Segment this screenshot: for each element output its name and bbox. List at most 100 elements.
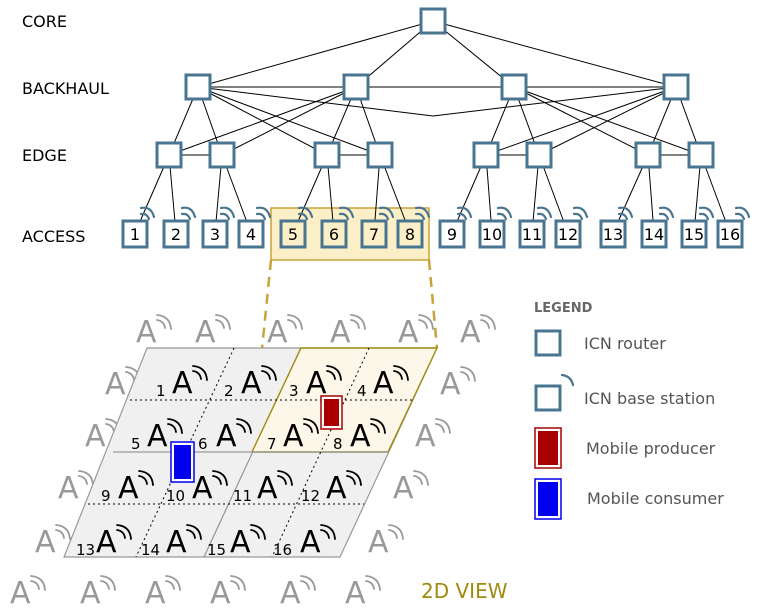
background-tower-icon: A xyxy=(330,314,366,350)
cell-tower-icon: A xyxy=(216,418,252,454)
access-node-number: 6 xyxy=(329,225,339,244)
backhaul-level-label: BACKHAUL xyxy=(22,79,109,98)
background-tower-icon: A xyxy=(267,314,303,350)
legend-wave-icon xyxy=(560,373,575,387)
svg-text:A: A xyxy=(216,419,237,454)
access-base-station: 7 xyxy=(360,206,395,249)
legend: LEGEND ICN router ICN base station Mobil… xyxy=(534,301,724,520)
edge-router xyxy=(687,141,715,169)
access-node-number: 15 xyxy=(684,225,704,244)
cell-tower-icon: A xyxy=(118,470,154,506)
access-base-station: 13 xyxy=(599,206,634,249)
core-level-label: CORE xyxy=(22,12,67,31)
legend-router-icon xyxy=(534,329,562,357)
edge-router xyxy=(525,141,553,169)
background-tower-icon: A xyxy=(460,314,496,350)
svg-text:A: A xyxy=(345,576,366,608)
grid-cell-number: 13 xyxy=(76,541,95,559)
legend-base-station-icon xyxy=(534,384,562,412)
svg-text:A: A xyxy=(80,576,101,608)
edge-router xyxy=(155,141,183,169)
svg-text:A: A xyxy=(210,576,231,608)
backhaul-router xyxy=(500,73,528,101)
backhaul-router xyxy=(184,73,212,101)
grid-cell-number: 4 xyxy=(357,382,367,400)
grid-cell-number: 7 xyxy=(267,435,277,453)
access-base-station: 8 xyxy=(396,206,431,249)
access-node-number: 5 xyxy=(288,225,298,244)
svg-text:A: A xyxy=(267,315,288,350)
access-base-station: 9 xyxy=(438,206,473,249)
access-node-number: 3 xyxy=(210,225,220,244)
legend-base-station-label: ICN base station xyxy=(584,389,715,408)
access-node-number: 7 xyxy=(369,225,379,244)
svg-text:A: A xyxy=(230,525,251,560)
access-node-number: 1 xyxy=(130,225,140,244)
svg-text:A: A xyxy=(105,367,126,402)
backhaul-router xyxy=(662,73,690,101)
cell-tower-icon: A xyxy=(192,470,228,506)
background-tower-icon: A xyxy=(368,524,404,560)
legend-consumer-label: Mobile consumer xyxy=(587,489,724,508)
edge-router xyxy=(208,141,236,169)
background-tower-icon: A xyxy=(415,418,451,454)
background-tower-icon: A xyxy=(145,575,181,608)
svg-text:A: A xyxy=(58,471,79,506)
core-router xyxy=(419,7,447,35)
svg-text:A: A xyxy=(257,471,278,506)
background-tower-icon: A xyxy=(195,314,231,350)
grid-cell-number: 1 xyxy=(156,382,166,400)
background-tower-icon: A xyxy=(35,524,71,560)
cell-tower-icon: A xyxy=(241,365,277,401)
svg-text:A: A xyxy=(306,366,327,401)
access-base-station: 10 xyxy=(478,206,513,249)
svg-text:A: A xyxy=(373,366,394,401)
cell-tower-icon: A xyxy=(326,470,362,506)
svg-text:A: A xyxy=(393,471,414,506)
mobile-consumer-fill xyxy=(174,445,191,479)
svg-text:A: A xyxy=(136,315,157,350)
svg-text:A: A xyxy=(398,315,419,350)
grid-cell-number: 5 xyxy=(131,435,141,453)
access-base-station: 16 xyxy=(716,206,751,249)
mobile-producer-fill xyxy=(324,399,339,426)
cell-tower-icon: A xyxy=(96,524,132,560)
cell-tower-icon: A xyxy=(283,418,319,454)
svg-text:A: A xyxy=(166,525,187,560)
svg-text:A: A xyxy=(241,366,262,401)
access-node-number: 10 xyxy=(482,225,502,244)
svg-text:A: A xyxy=(96,525,117,560)
svg-text:A: A xyxy=(172,366,193,401)
access-node-number: 13 xyxy=(603,225,623,244)
background-tower-icon: A xyxy=(80,575,116,608)
access-base-station: 3 xyxy=(201,206,236,249)
access-base-station: 6 xyxy=(320,206,355,249)
edge-router xyxy=(366,141,394,169)
background-tower-icon: A xyxy=(58,470,94,506)
access-base-station: 15 xyxy=(680,206,715,249)
edge-router xyxy=(634,141,662,169)
cell-tower-icon: A xyxy=(172,365,208,401)
legend-title: LEGEND xyxy=(534,301,593,316)
access-base-station: 4 xyxy=(237,206,272,249)
grid-cell-number: 8 xyxy=(333,435,343,453)
svg-text:A: A xyxy=(118,471,139,506)
access-node-number: 14 xyxy=(644,225,664,244)
access-node-number: 11 xyxy=(522,225,542,244)
background-tower-icon: A xyxy=(280,575,316,608)
access-node-number: 2 xyxy=(171,225,181,244)
edge-router xyxy=(472,141,500,169)
access-base-station: 2 xyxy=(162,206,197,249)
svg-text:A: A xyxy=(10,576,31,608)
svg-text:A: A xyxy=(350,419,371,454)
cell-tower-icon: A xyxy=(257,470,293,506)
svg-text:A: A xyxy=(35,525,56,560)
access-node-number: 8 xyxy=(405,225,415,244)
access-base-station: 1 xyxy=(121,206,156,249)
svg-text:A: A xyxy=(460,315,481,350)
svg-text:A: A xyxy=(300,525,321,560)
access-level-label: ACCESS xyxy=(22,227,85,246)
cell-tower-icon: A xyxy=(350,418,386,454)
